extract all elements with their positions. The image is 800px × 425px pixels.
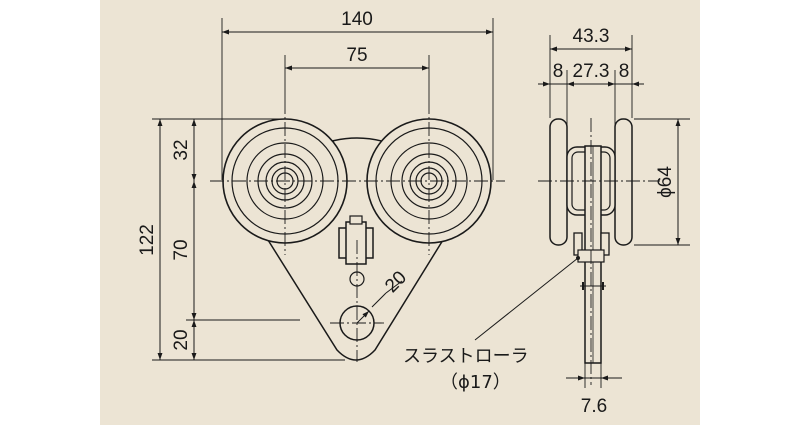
- dim-side-inner-width: 27.3: [573, 61, 610, 82]
- front-extension-lines: [152, 18, 494, 361]
- label-thrust-roller-size: （ϕ17）: [440, 372, 511, 393]
- dim-overall-width: 140: [341, 9, 373, 30]
- dim-hole-to-bottom: 20: [171, 329, 192, 350]
- bracket-plate: [267, 239, 444, 361]
- dim-side-wheel-right-width: 8: [619, 61, 630, 82]
- front-dimension-lines: [157, 29, 493, 360]
- dim-wheel-diameter: ϕ64: [655, 166, 676, 198]
- dim-top-to-wheel-center: 32: [171, 139, 192, 160]
- dim-side-overall-width: 43.3: [573, 26, 610, 47]
- right-wheel: [366, 118, 492, 244]
- label-thrust-roller: スラストローラ: [403, 346, 529, 367]
- thrust-roller-leader: [474, 256, 580, 341]
- dim-side-wheel-left-width: 8: [553, 61, 564, 82]
- thrust-roller-front: [338, 215, 374, 265]
- dim-plate-thickness: 7.6: [581, 396, 607, 417]
- side-dimension-lines: [538, 46, 681, 381]
- side-centerlines: [538, 118, 660, 385]
- side-view: [549, 118, 633, 364]
- dim-wheel-center-to-bracket: 70: [171, 239, 192, 260]
- dim-wheel-center-distance: 75: [346, 45, 367, 66]
- dim-overall-height: 122: [137, 224, 158, 256]
